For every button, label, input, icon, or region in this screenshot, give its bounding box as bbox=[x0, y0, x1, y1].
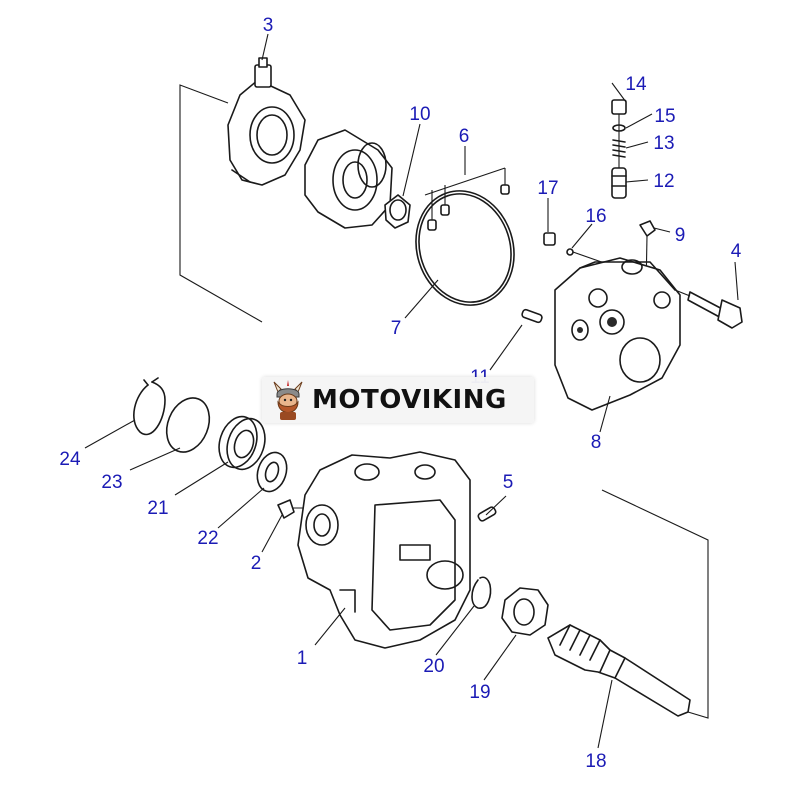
part-11-pin bbox=[521, 308, 543, 324]
part-8-valve-body bbox=[554, 257, 681, 411]
part-7-o-ring bbox=[415, 190, 515, 306]
callout-14: 14 bbox=[625, 74, 647, 95]
callout-23: 23 bbox=[101, 472, 122, 493]
callout-24: 24 bbox=[59, 449, 81, 470]
callout-8: 8 bbox=[591, 432, 602, 453]
callout-12: 12 bbox=[653, 171, 674, 192]
callout-17: 17 bbox=[537, 178, 558, 199]
part-3-end-cover bbox=[227, 57, 306, 186]
callout-7: 7 bbox=[391, 318, 402, 339]
part-18-shaft bbox=[547, 624, 691, 717]
part-17-plug bbox=[543, 232, 556, 246]
callout-3: 3 bbox=[263, 15, 274, 36]
callout-labels: 3 10 6 7 14 15 13 12 17 16 9 4 11 8 24 2… bbox=[59, 15, 741, 772]
watermark-text: MOTOVIKING bbox=[312, 385, 507, 415]
callout-22: 22 bbox=[197, 528, 218, 549]
part-12-spool bbox=[611, 167, 627, 199]
part-21-oil-seal bbox=[218, 415, 266, 471]
callout-21: 21 bbox=[147, 498, 168, 519]
part-19-gear bbox=[501, 587, 549, 636]
callout-10: 10 bbox=[409, 104, 430, 125]
bracket-line-right bbox=[601, 489, 709, 719]
callout-13: 13 bbox=[653, 133, 674, 154]
callout-16: 16 bbox=[585, 206, 606, 227]
part-23-disc bbox=[165, 397, 211, 453]
viking-mascot-icon bbox=[273, 380, 303, 420]
part-22-bearing bbox=[256, 451, 288, 493]
callout-1: 1 bbox=[297, 648, 308, 669]
part-6-plugs bbox=[424, 167, 510, 231]
callout-6: 6 bbox=[459, 126, 470, 147]
part-15-o-ring bbox=[612, 124, 626, 132]
callout-5: 5 bbox=[503, 472, 514, 493]
callout-9: 9 bbox=[675, 225, 686, 246]
part-24-snap-ring bbox=[133, 377, 166, 436]
bracket-line-left bbox=[179, 84, 263, 323]
part-10-bush bbox=[384, 194, 411, 229]
part-20-circlip bbox=[471, 576, 492, 609]
watermark-banner: MOTOVIKING bbox=[262, 377, 534, 423]
callout-4: 4 bbox=[731, 241, 742, 262]
callout-2: 2 bbox=[251, 553, 262, 574]
part-1-pump-case bbox=[297, 451, 471, 649]
callout-20: 20 bbox=[423, 656, 444, 677]
part-13-spring bbox=[612, 139, 626, 158]
leader-lines bbox=[84, 33, 739, 749]
callout-18: 18 bbox=[585, 751, 606, 772]
callout-15: 15 bbox=[654, 106, 675, 127]
callout-19: 19 bbox=[469, 682, 490, 703]
part-bearing bbox=[304, 129, 393, 229]
